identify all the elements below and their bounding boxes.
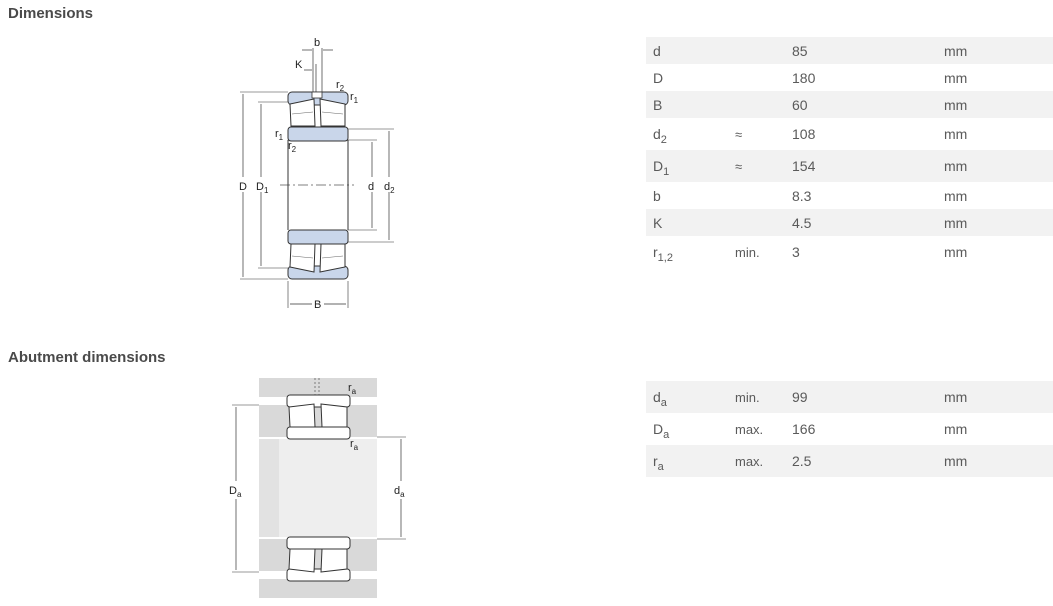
label-r1-left: r1 <box>275 128 284 142</box>
row-value: 166 <box>792 421 816 437</box>
row-unit: mm <box>944 126 968 142</box>
table-row: ra max. 2.5 mm <box>646 445 1053 477</box>
label-r2-left: r2 <box>288 140 297 154</box>
row-symbol: d <box>653 42 661 59</box>
row-value: 154 <box>792 158 816 174</box>
label-ra-top: ra <box>348 382 357 396</box>
row-value: 8.3 <box>792 187 812 204</box>
label-r2-top: r2 <box>336 79 345 93</box>
row-value: 4.5 <box>792 214 812 231</box>
label-da-lower: da <box>394 485 405 499</box>
row-symbol: d2 <box>653 126 667 146</box>
row-unit: mm <box>944 453 968 469</box>
bearing-section-svg: b K r2 r1 r1 r2 D D1 d d2 B <box>239 37 395 311</box>
row-qualifier <box>728 91 785 118</box>
abutment-section-svg: ra ra Da da <box>229 378 406 598</box>
row-value: 3 <box>792 244 800 260</box>
row-unit: mm <box>944 42 968 59</box>
row-symbol: B <box>653 96 663 113</box>
label-k: K <box>295 59 303 71</box>
row-symbol: ra <box>653 453 664 473</box>
row-unit: mm <box>944 244 968 260</box>
row-value: 108 <box>792 126 816 142</box>
label-r1-top: r1 <box>350 91 359 105</box>
row-qualifier: max. <box>735 453 764 469</box>
row-symbol: b <box>653 187 661 204</box>
row-value: 85 <box>792 42 808 59</box>
row-qualifier: min. <box>735 389 760 405</box>
row-symbol: da <box>653 389 667 409</box>
abutment-dimensions-table: da min. 99 mm Da max. 166 mm ra max. 2.5… <box>646 381 1053 477</box>
label-bore-diameter: d <box>368 181 374 193</box>
label-outer-diameter: D <box>239 181 247 193</box>
label-da-upper: Da <box>229 485 242 499</box>
row-unit: mm <box>944 96 968 113</box>
row-unit: mm <box>944 187 968 204</box>
dimensions-table: d 85 mm D 180 mm B 60 mm d2 ≈ 108 mm D1 … <box>646 37 1053 268</box>
label-d2: d2 <box>384 181 395 195</box>
row-symbol: D1 <box>653 158 670 178</box>
row-qualifier: min. <box>735 244 760 260</box>
row-symbol: r1,2 <box>653 244 673 264</box>
table-row: Da max. 166 mm <box>646 413 1053 445</box>
table-row: D 180 mm <box>646 64 1053 91</box>
label-b: b <box>314 37 320 49</box>
row-unit: mm <box>944 214 968 231</box>
table-row: d 85 mm <box>646 37 1053 64</box>
row-qualifier <box>728 37 785 64</box>
dimensions-heading: Dimensions <box>8 5 94 22</box>
abutment-drawing: ra ra Da da <box>222 375 422 601</box>
label-width: B <box>314 299 321 311</box>
bearing-dimensions-drawing: b K r2 r1 r1 r2 D D1 d d2 B <box>232 34 402 314</box>
row-symbol: K <box>653 214 663 231</box>
table-row: D1 ≈ 154 mm <box>646 150 1053 182</box>
row-qualifier <box>728 182 785 209</box>
table-row: da min. 99 mm <box>646 381 1053 413</box>
row-unit: mm <box>944 158 968 174</box>
table-row: r1,2 min. 3 mm <box>646 236 1053 268</box>
row-symbol: Da <box>653 421 670 441</box>
label-ra-shaft: ra <box>350 438 359 452</box>
row-value: 180 <box>792 69 816 86</box>
row-qualifier <box>728 64 785 91</box>
row-qualifier: max. <box>735 421 764 437</box>
row-qualifier <box>728 209 785 236</box>
row-qualifier: ≈ <box>735 158 743 174</box>
row-value: 99 <box>792 389 808 405</box>
table-row: b 8.3 mm <box>646 182 1053 209</box>
row-value: 60 <box>792 96 808 113</box>
row-value: 2.5 <box>792 453 812 469</box>
table-row: B 60 mm <box>646 91 1053 118</box>
row-unit: mm <box>944 69 968 86</box>
label-d1: D1 <box>256 181 269 195</box>
row-qualifier: ≈ <box>735 126 743 142</box>
table-row: d2 ≈ 108 mm <box>646 118 1053 150</box>
row-symbol: D <box>653 69 664 86</box>
abutment-dimensions-heading: Abutment dimensions <box>8 349 166 366</box>
row-unit: mm <box>944 389 968 405</box>
row-unit: mm <box>944 421 968 437</box>
table-row: K 4.5 mm <box>646 209 1053 236</box>
